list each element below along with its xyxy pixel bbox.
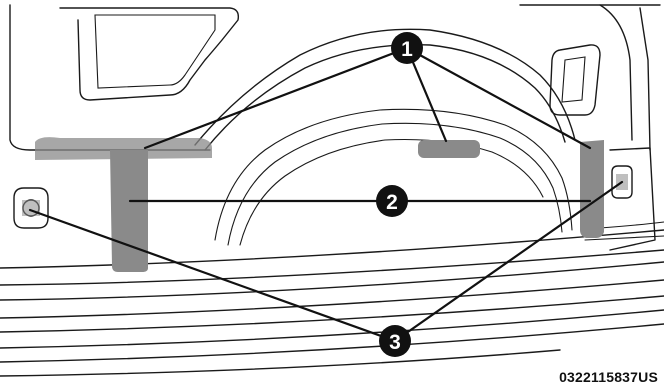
right-rail-upright [580,140,604,238]
callout-1: 1 [391,32,423,64]
left-tie-down-cleat [14,188,48,228]
left-rail-upright [110,150,148,272]
callout-2: 2 [376,185,408,217]
left-bed-panel [10,5,238,150]
figure-code: 0322115837US [559,369,658,385]
center-mount-block [418,140,480,158]
callout-2-label: 2 [386,191,398,214]
bed-floor [0,222,664,376]
callout-1-label: 1 [401,38,413,61]
callout-3-label: 3 [389,331,401,354]
callout-3: 3 [379,325,411,357]
